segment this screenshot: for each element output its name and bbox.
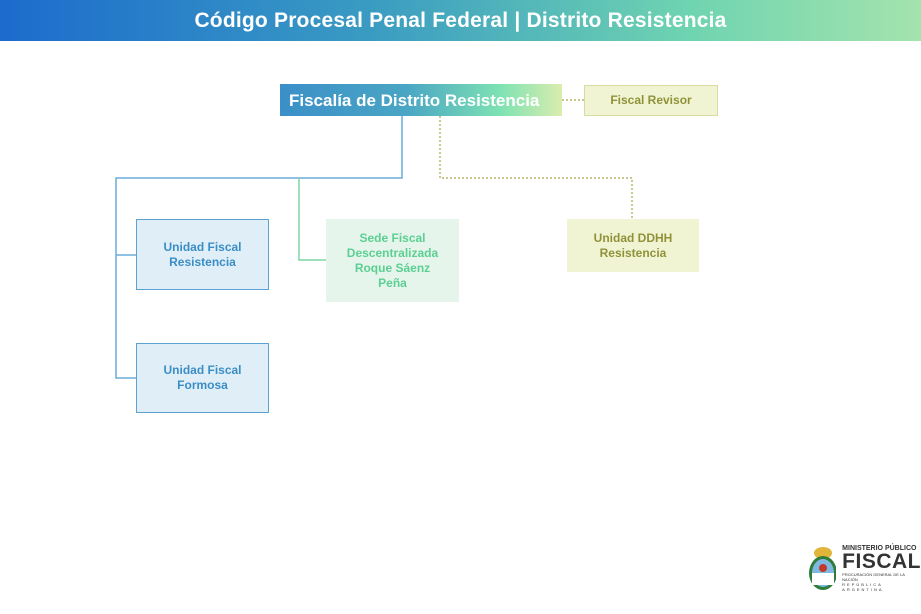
node-unidad-fiscal-resistencia: Unidad Fiscal Resistencia [136,219,269,290]
connector-main-to-units [115,116,403,379]
logo-text: PROCURACIÓN GENERAL DE LA NACIÓN [842,571,905,582]
node-label: Fiscalía de Distrito Resistencia [289,90,540,110]
node-fiscalia-distrito: Fiscalía de Distrito Resistencia [280,84,562,116]
node-label: Unidad Fiscal Formosa [163,363,242,392]
node-label: Unidad Fiscal Resistencia [163,239,242,269]
node-unidad-fiscal-formosa: Unidad Fiscal Formosa [136,343,269,413]
header-banner: Código Procesal Penal Federal | Distrito… [0,0,921,41]
logo-text: FISCAL [842,549,921,573]
page-title: Código Procesal Penal Federal | Distrito… [194,8,727,32]
logo: MINISTERIO PÚBLICO FISCAL PROCURACIÓN GE… [806,542,921,594]
logo-text: MINISTERIO PÚBLICO [842,544,917,552]
connector-ddhh [439,116,633,219]
node-label: Fiscal Revisor [610,93,692,107]
node-unidad-ddhh: Unidad DDHH Resistencia [567,219,699,272]
coat-of-arms-icon [809,547,837,590]
connector-sede [298,178,326,261]
logo-text: REPÚBLICA ARGENTINA [842,581,884,592]
node-label: Unidad DDHH Resistencia [593,230,673,260]
node-sede-fiscal: Sede Fiscal Descentralizada Roque Sáenz … [326,219,459,302]
node-fiscal-revisor: Fiscal Revisor [584,85,718,116]
node-label: Sede Fiscal Descentralizada Roque Sáenz … [346,230,439,290]
